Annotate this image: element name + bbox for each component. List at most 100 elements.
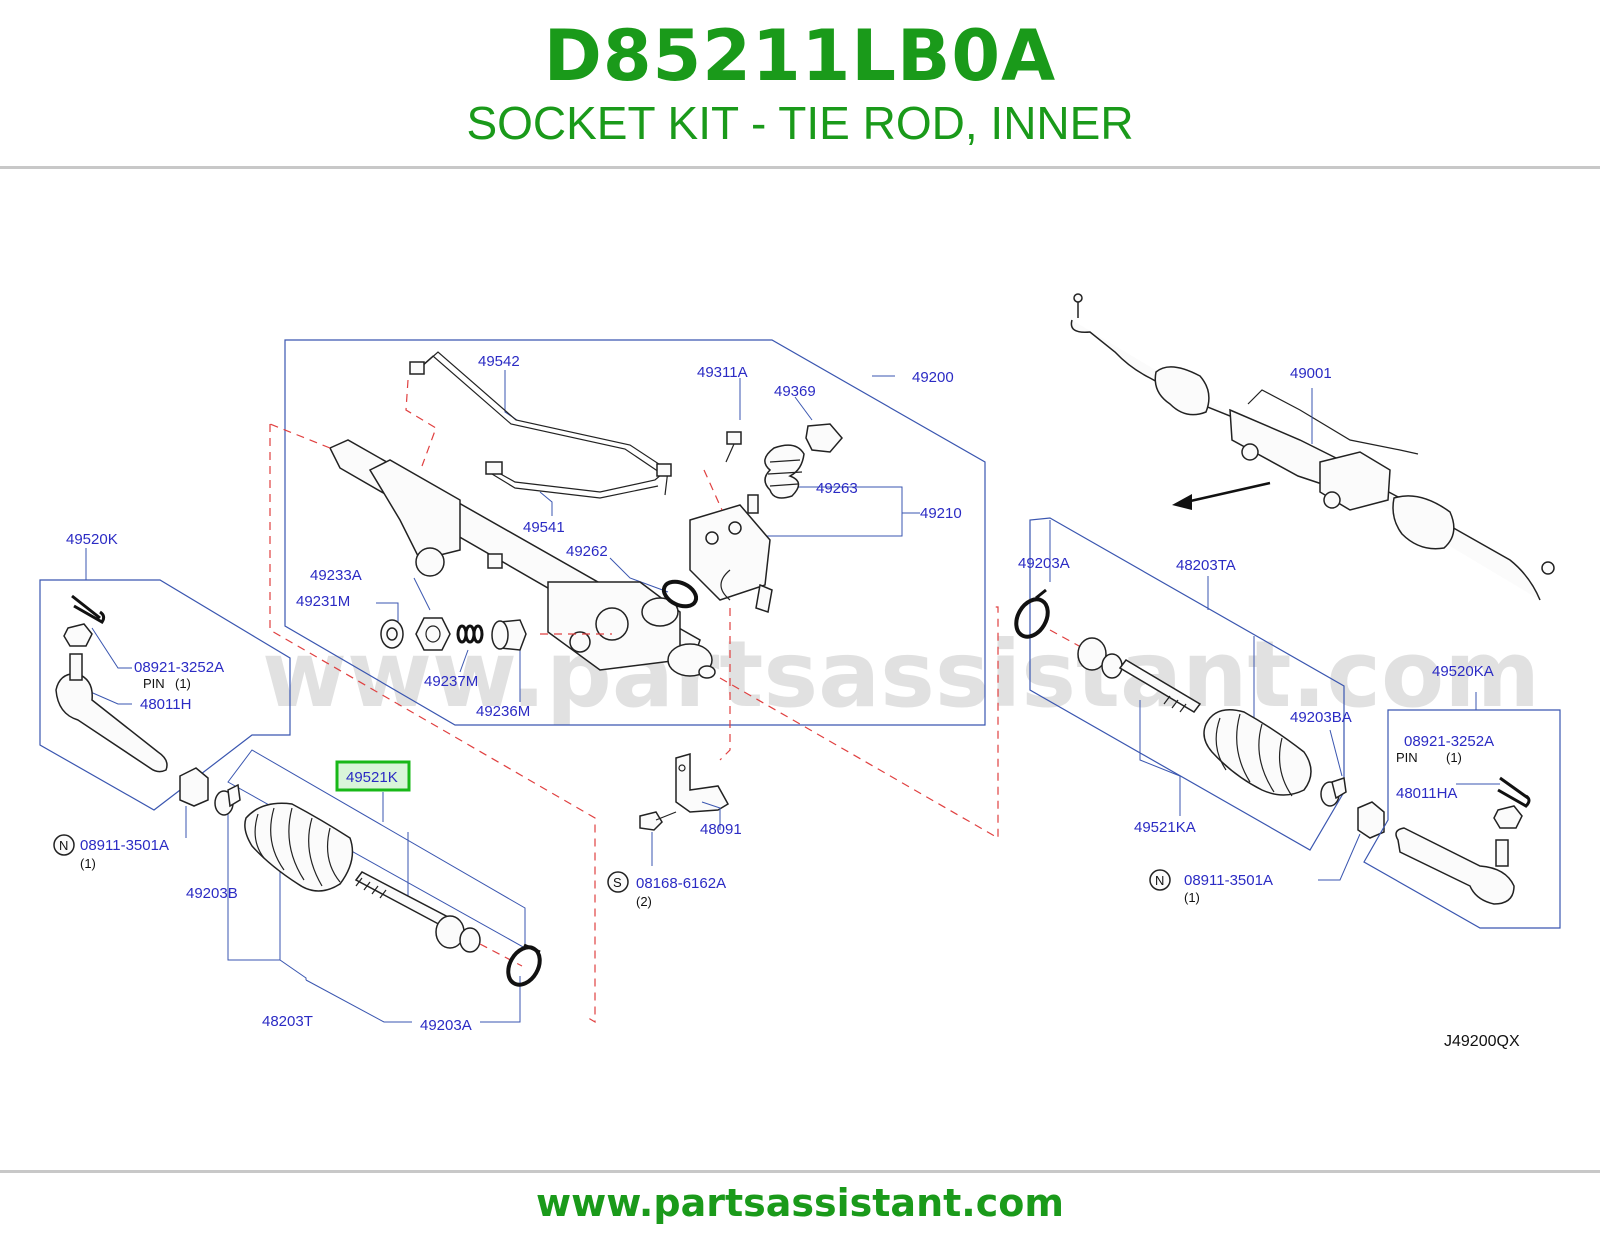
- outer-tie-rod-left-outline: [39, 579, 291, 811]
- label-49263: 49263: [816, 480, 858, 497]
- leader-49233A: [413, 577, 431, 611]
- n-mark-right: [1149, 869, 1171, 891]
- pipe-49542: [419, 351, 669, 496]
- dash-valve-bracket: [719, 608, 731, 761]
- label-pin-right-qty: (1): [1446, 750, 1462, 765]
- clamp-49203B-tab: [227, 783, 241, 808]
- label-08168-6162A: 08168-6162A: [636, 875, 726, 892]
- label-08168-6162A-qty: (2): [636, 894, 652, 909]
- label-49200: 49200: [912, 369, 954, 386]
- part-number-title: D85211LB0A: [543, 15, 1057, 97]
- leader-49237M: [459, 649, 469, 673]
- steering-pipe: [1247, 389, 1419, 455]
- label-pin-left: PIN: [143, 676, 165, 691]
- leader-08921-3252A-left: [91, 627, 132, 669]
- label-49521K: 49521K: [346, 769, 398, 786]
- label-pin-left-qty: (1): [175, 676, 191, 691]
- leader-49262: [609, 557, 669, 593]
- cotter-pin-left: [71, 594, 106, 624]
- n-mark-left-label: N: [59, 838, 68, 853]
- inner-tie-rod-left-outline: [227, 749, 526, 949]
- label-49236M: 49236M: [476, 703, 530, 720]
- label-49203B: 49203B: [186, 885, 238, 902]
- bolt-08168-6162A-shank: [655, 811, 677, 821]
- inner-tie-rod-right-threads: [1163, 695, 1187, 713]
- label-49311A: 49311A: [697, 364, 748, 381]
- control-valve-port-b: [728, 521, 742, 535]
- clamp-49203A-left: [506, 945, 542, 987]
- label-49203A-left: 49203A: [420, 1017, 472, 1034]
- inner-tie-rod-right-ball: [1101, 653, 1123, 679]
- leader-49521KA: [1139, 700, 1181, 816]
- s-mark: [607, 871, 629, 893]
- leader-49203BA: [1329, 729, 1343, 777]
- leader-49369: [794, 396, 813, 421]
- label-49203BA: 49203BA: [1290, 709, 1352, 726]
- page-header: D85211LB0A SOCKET KIT - TIE ROD, INNER: [0, 0, 1600, 168]
- leader-49541: [539, 491, 553, 516]
- direction-arrow-shaft: [1185, 481, 1271, 504]
- label-08911-3501A-right: 08911-3501A: [1184, 872, 1273, 889]
- steering-stud-left: [1073, 293, 1083, 303]
- label-49369: 49369: [774, 383, 816, 400]
- pipe-49541: [489, 467, 663, 493]
- label-49542: 49542: [478, 353, 520, 370]
- label-49233A: 49233A: [310, 567, 362, 584]
- gear-housing-hole-a: [569, 631, 591, 653]
- s-mark-label: S: [613, 875, 622, 890]
- label-49521KA: 49521KA: [1134, 819, 1196, 836]
- leader-08911-3501A-right: [1318, 833, 1361, 881]
- bolt-49311A-shank: [725, 443, 735, 463]
- bracket-48091: [675, 753, 730, 813]
- control-valve-stem: [747, 494, 759, 514]
- outer-tie-rod-right-outline: [1363, 709, 1561, 929]
- pipe-49542-inner: [414, 355, 663, 475]
- n-mark-left: [53, 834, 75, 856]
- boot-right-folds: [1215, 713, 1293, 797]
- label-48011HA: 48011HA: [1396, 785, 1457, 802]
- dash-left-assembly: [269, 424, 596, 1024]
- boot-left-folds: [254, 807, 341, 887]
- spring-49263-coils: [767, 459, 803, 487]
- clamp-49203A-right: [1014, 597, 1050, 639]
- pipe-49541-inner: [491, 473, 659, 499]
- highlight-box-49521K[interactable]: [335, 760, 411, 792]
- bolt-49311A-head: [726, 431, 742, 445]
- inner-tie-rod-left-shaft: [354, 871, 451, 930]
- steering-stud-right: [1541, 561, 1555, 575]
- inner-tie-rod-right-socket: [1077, 637, 1107, 671]
- label-08911-3501A-left-qty: (1): [80, 856, 96, 871]
- label-08911-3501A-right-qty: (1): [1184, 890, 1200, 905]
- label-08921-3252A-left: 08921-3252A: [134, 659, 224, 676]
- bolt-08168-6162A: [639, 811, 663, 831]
- control-valve-port-a: [705, 531, 719, 545]
- leader-49203A-left: [305, 979, 412, 1023]
- part-description: SOCKET KIT - TIE ROD, INNER: [466, 97, 1134, 149]
- steering-boot-right: [1392, 495, 1455, 550]
- castle-nut-left: [63, 623, 93, 647]
- label-48203TA: 48203TA: [1176, 557, 1236, 574]
- leader-48011H: [85, 689, 132, 705]
- inner-tie-rod-right-outline: [1029, 517, 1345, 851]
- outer-tie-rod-stud-left: [69, 653, 83, 681]
- label-08911-3501A-left: 08911-3501A: [80, 837, 169, 854]
- label-49520KA: 49520KA: [1432, 663, 1494, 680]
- lock-nut-left: [179, 767, 209, 807]
- dash-left-rod-axis: [479, 943, 523, 967]
- dash-rack-left: [269, 423, 331, 449]
- dash-right-rod-axis: [1049, 629, 1091, 653]
- breather-fitting: [487, 553, 503, 569]
- pipe-fitting-top: [409, 361, 425, 375]
- dash-pipe-top: [405, 379, 437, 467]
- label-49237M: 49237M: [424, 673, 478, 690]
- gear-housing-hole-b: [595, 607, 629, 641]
- gear-box-group-outline: [284, 339, 986, 726]
- cap-49369: [805, 423, 843, 453]
- footer-url[interactable]: www.partsassistant.com: [536, 1181, 1064, 1225]
- dash-right-assembly: [719, 606, 999, 840]
- label-49210: 49210: [920, 505, 962, 522]
- washer-49231M-hole: [386, 627, 398, 641]
- nut-49233A-hole: [425, 625, 441, 643]
- clamp-49203A-right-tab: [1035, 588, 1047, 600]
- bracket-48091-hole: [678, 764, 686, 772]
